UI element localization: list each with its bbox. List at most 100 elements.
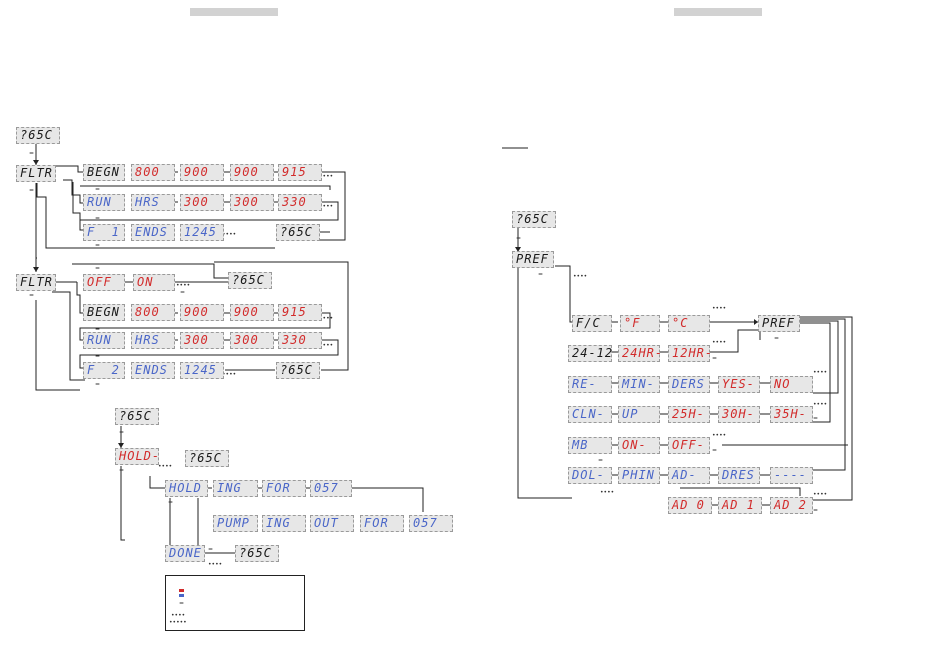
lcd-display: AD 0 — [668, 497, 712, 514]
lcd-display: FOR — [360, 515, 404, 532]
lcd-display: ENDS — [131, 362, 175, 379]
lcd-display: BEGN — [83, 304, 125, 321]
lcd-display: 057 — [409, 515, 453, 532]
lcd-display: RUN — [83, 332, 125, 349]
note-mark: = — [95, 215, 101, 222]
lcd-display: ON- — [618, 437, 660, 454]
lcd-display: 800 — [131, 164, 175, 181]
note-mark: •••• — [319, 173, 334, 180]
lcd-display: 25H- — [668, 406, 710, 423]
note-mark: •••• — [573, 273, 588, 280]
note-mark: = — [95, 242, 101, 249]
lcd-display: ?65C — [512, 211, 556, 228]
note-mark: •••• — [222, 371, 237, 378]
note-mark: = — [95, 186, 101, 193]
lcd-display: HRS — [131, 194, 175, 211]
note-mark: = — [119, 467, 125, 474]
lcd-display: DRES — [718, 467, 760, 484]
lcd-display: ENDS — [131, 224, 175, 241]
lcd-display: AD 2 — [770, 497, 813, 514]
note-mark: = — [208, 546, 214, 553]
lcd-display: 057 — [310, 480, 352, 497]
note-mark: = — [538, 271, 544, 278]
lcd-display: 35H- — [770, 406, 813, 423]
lcd-display: °F — [620, 315, 660, 332]
note-mark: •••• — [176, 282, 191, 289]
lcd-display: F/C — [572, 315, 612, 332]
note-mark: •••• — [158, 463, 173, 470]
lcd-display: ---- — [770, 467, 813, 484]
lcd-display: 300 — [180, 332, 224, 349]
lcd-display: ?65C — [115, 408, 159, 425]
lcd-display: F 1 — [83, 224, 125, 241]
note-mark: = — [813, 507, 819, 514]
lcd-display: PHIN — [618, 467, 660, 484]
note-mark: = — [712, 355, 718, 362]
lcd-display: HOLD- — [115, 448, 159, 465]
lcd-display: HRS — [131, 332, 175, 349]
lcd-display: F 2 — [83, 362, 125, 379]
note-mark: •••• — [712, 432, 727, 439]
legend-swatch-red — [179, 589, 184, 592]
note-mark: •••• — [712, 339, 727, 346]
note-mark: •••• — [712, 305, 727, 312]
note-mark: •••• — [813, 369, 828, 376]
lcd-display: ON — [133, 274, 175, 291]
lcd-display: YES- — [718, 376, 760, 393]
note-mark: = — [168, 499, 174, 506]
lcd-display: 24-12 — [568, 345, 612, 362]
lcd-display: ING — [213, 480, 258, 497]
lcd-display: 900 — [180, 164, 224, 181]
lcd-display: 12HR- — [668, 345, 712, 362]
note-mark: = — [813, 415, 819, 422]
lcd-display: 300 — [180, 194, 224, 211]
note-mark: = — [95, 353, 101, 360]
lcd-display: 915 — [278, 164, 322, 181]
lcd-display: 1245 — [180, 224, 224, 241]
lcd-display: FLTR — [16, 165, 56, 182]
lcd-display: OFF — [83, 274, 125, 291]
note-mark: •••• — [319, 203, 334, 210]
lcd-display: MIN- — [618, 376, 660, 393]
note-mark: = — [29, 292, 35, 299]
lcd-display: °C — [668, 315, 710, 332]
lcd-display: 30H- — [718, 406, 760, 423]
note-mark: = — [180, 289, 186, 296]
lcd-display: MB — [568, 437, 612, 454]
lcd-display: 330 — [278, 194, 322, 211]
note-mark: •••• — [319, 315, 334, 322]
lcd-display: 800 — [131, 304, 175, 321]
lcd-display: PREF — [512, 251, 554, 268]
note-mark: •••• — [222, 231, 237, 238]
lcd-display: ?65C — [235, 545, 279, 562]
lcd-display: 24HR- — [618, 345, 662, 362]
lcd-display: PUMP — [213, 515, 258, 532]
legend-box: = •••• ••••• — [165, 575, 305, 631]
note-mark: = — [95, 326, 101, 333]
note-mark: •••• — [208, 561, 223, 568]
lcd-display: OUT — [310, 515, 354, 532]
lcd-display: DONE — [165, 545, 205, 562]
lcd-display: FLTR — [16, 274, 56, 291]
lcd-display: FOR — [262, 480, 306, 497]
lcd-display: ?65C — [276, 224, 320, 241]
lcd-display: ?65C — [185, 450, 229, 467]
note-mark: = — [119, 429, 125, 436]
page-header-right — [674, 8, 762, 16]
legend-mark: •••• — [171, 612, 186, 619]
note-mark: = — [598, 457, 604, 464]
lcd-display: RUN — [83, 194, 125, 211]
note-mark: •••• — [600, 489, 615, 496]
lcd-display: DOL- — [568, 467, 612, 484]
note-mark: = — [95, 381, 101, 388]
lcd-display: PREF — [758, 315, 800, 332]
lcd-display: 1245 — [180, 362, 224, 379]
note-mark: •••• — [319, 342, 334, 349]
lcd-display: 900 — [230, 304, 274, 321]
note-mark: = — [29, 150, 35, 157]
note-mark: = — [95, 265, 101, 272]
lcd-display: ?65C — [228, 272, 272, 289]
lcd-display: DERS — [668, 376, 710, 393]
note-mark: = — [516, 235, 522, 242]
lcd-display: ?65C — [276, 362, 320, 379]
